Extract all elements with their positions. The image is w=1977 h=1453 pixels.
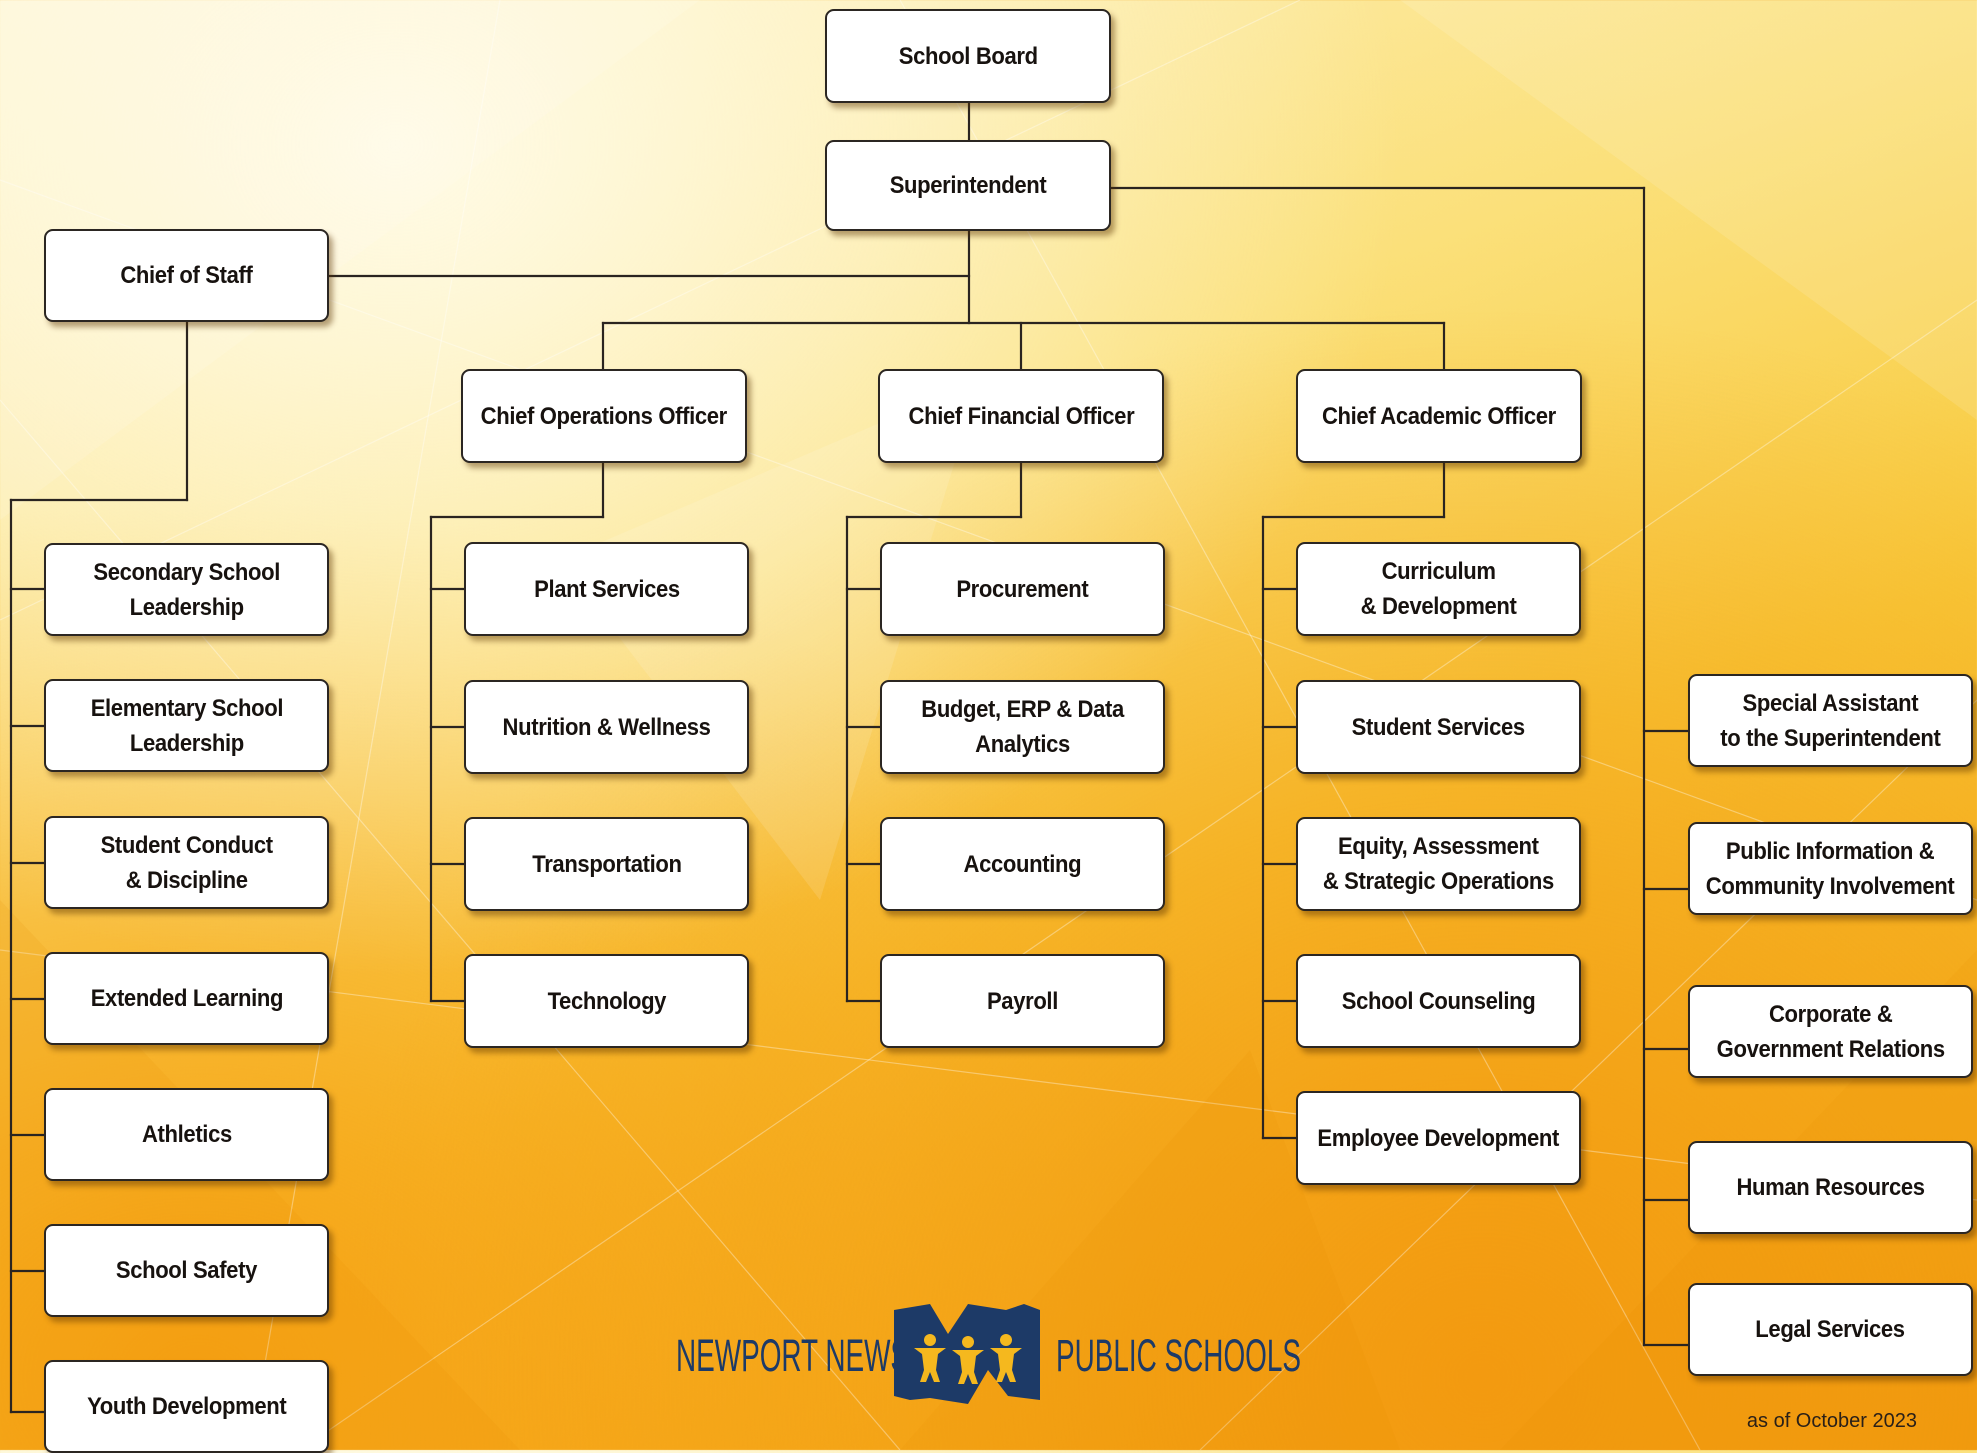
node-label: Legal Services — [1755, 1316, 1906, 1343]
node-equity-assessment-strategic-operations: Equity, Assessment & Strategic Operations — [1296, 817, 1581, 911]
node-label: Procurement — [956, 575, 1089, 603]
node-label: Technology — [547, 987, 666, 1015]
node-label-line1: Public Information & — [1726, 837, 1935, 865]
node-employee-development: Employee Development — [1296, 1091, 1581, 1185]
node-label: Chief Academic Officer — [1322, 402, 1556, 430]
node-label: Youth Development — [86, 1393, 287, 1420]
node-chief-financial-officer: Chief Financial Officer — [878, 369, 1164, 463]
node-label-line2: Analytics — [975, 731, 1070, 758]
node-label: Athletics — [141, 1121, 232, 1148]
node-label-line2: Leadership — [129, 729, 244, 757]
node-special-assistant: Special Assistant to the Superintendent — [1688, 674, 1973, 767]
node-athletics: Athletics — [44, 1088, 329, 1181]
node-label: Payroll — [986, 987, 1059, 1015]
node-label: Superintendent — [889, 172, 1047, 199]
node-legal-services: Legal Services — [1688, 1283, 1973, 1376]
node-label-line2: Community Involvement — [1706, 872, 1955, 900]
node-label: Employee Development — [1317, 1124, 1560, 1152]
node-label: Human Resources — [1736, 1174, 1925, 1201]
node-school-board: School Board — [825, 9, 1111, 103]
node-label-line1: Corporate & — [1768, 1000, 1893, 1028]
node-school-safety: School Safety — [44, 1224, 329, 1317]
node-plant-services: Plant Services — [464, 542, 749, 636]
node-label: Chief Operations Officer — [480, 402, 728, 430]
node-student-services: Student Services — [1296, 680, 1581, 774]
node-label: Chief of Staff — [120, 262, 253, 289]
logo-right-text: PUBLIC SCHOOLS — [1056, 1330, 1301, 1381]
node-label-line1: Curriculum — [1381, 558, 1496, 585]
node-label-line2: & Development — [1360, 593, 1517, 620]
logo-left-text: NEWPORT NEWS — [676, 1330, 910, 1381]
node-chief-academic-officer: Chief Academic Officer — [1296, 369, 1582, 463]
node-corporate-government-relations: Corporate & Government Relations — [1688, 985, 1973, 1078]
node-label: Plant Services — [533, 575, 680, 603]
node-student-conduct-discipline: Student Conduct & Discipline — [44, 816, 329, 909]
node-label: Chief Financial Officer — [908, 402, 1134, 430]
date-footnote: as of October 2023 — [1746, 1410, 1917, 1432]
newport-news-public-schools-logo: NEWPORT NEWS PUBLIC SCHOOLS — [676, 1300, 1301, 1410]
node-youth-development: Youth Development — [44, 1360, 329, 1453]
node-label-line1: Special Assistant — [1742, 689, 1919, 717]
node-transportation: Transportation — [464, 817, 749, 911]
node-label-line2: to the Superintendent — [1720, 724, 1941, 752]
node-accounting: Accounting — [880, 817, 1165, 911]
node-label: Transportation — [531, 850, 682, 878]
node-payroll: Payroll — [880, 954, 1165, 1048]
node-label: School Counseling — [1341, 987, 1536, 1015]
node-human-resources: Human Resources — [1688, 1141, 1973, 1234]
node-nutrition-wellness: Nutrition & Wellness — [464, 680, 749, 774]
node-extended-learning: Extended Learning — [44, 952, 329, 1045]
node-label-line2: Leadership — [129, 593, 244, 621]
node-label-line1: Secondary School — [93, 558, 280, 586]
node-superintendent: Superintendent — [825, 140, 1111, 231]
node-label-line2: & Discipline — [125, 866, 248, 894]
node-label: School Safety — [115, 1257, 258, 1284]
node-public-information-community-involvement: Public Information & Community Involvemen… — [1688, 822, 1973, 915]
node-label-line1: Elementary School — [90, 694, 283, 722]
node-label: Accounting — [963, 850, 1082, 878]
node-technology: Technology — [464, 954, 749, 1048]
node-label: Extended Learning — [90, 985, 283, 1012]
node-chief-operations-officer: Chief Operations Officer — [461, 369, 747, 463]
node-label-line2: & Strategic Operations — [1322, 868, 1555, 895]
node-label-line1: Budget, ERP & Data — [921, 696, 1124, 723]
node-label: Student Services — [1351, 713, 1526, 741]
node-label: Nutrition & Wellness — [502, 713, 711, 741]
node-curriculum-development: Curriculum & Development — [1296, 542, 1581, 636]
node-label-line2: Government Relations — [1716, 1035, 1945, 1063]
logo-mark-icon — [894, 1304, 1040, 1404]
node-label-line1: Student Conduct — [100, 831, 273, 859]
node-label: School Board — [898, 42, 1038, 70]
node-label-line1: Equity, Assessment — [1338, 833, 1539, 860]
node-procurement: Procurement — [880, 542, 1165, 636]
node-chief-of-staff: Chief of Staff — [44, 229, 329, 322]
node-school-counseling: School Counseling — [1296, 954, 1581, 1048]
